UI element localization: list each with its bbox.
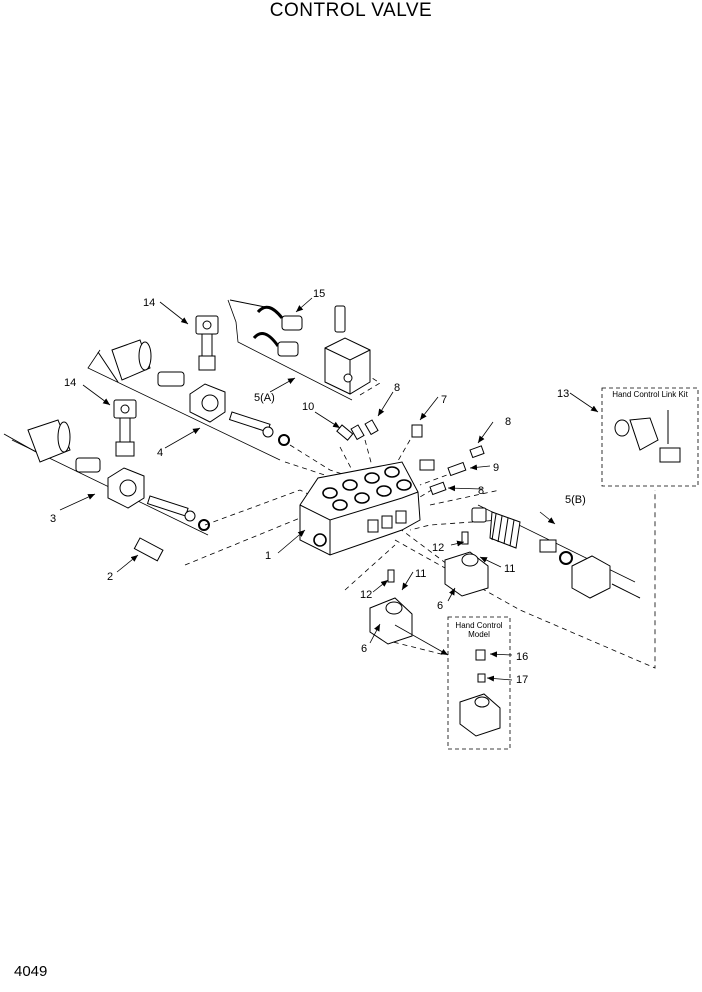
solenoid-upper — [189, 315, 226, 423]
hand-control-left — [369, 569, 413, 645]
link-kit-box — [601, 387, 699, 487]
callout-1: 1 — [265, 550, 271, 562]
callout-6a: 6 — [361, 643, 367, 655]
link-kit-label: Hand Control Link Kit — [612, 390, 688, 399]
solenoid-lower — [107, 399, 145, 509]
coil-assembly-lower — [3, 419, 101, 473]
spool-upper — [228, 411, 290, 446]
callout-8c: 8 — [478, 485, 484, 497]
callout-13: 13 — [557, 388, 569, 400]
hand-control-right — [444, 531, 489, 597]
leader-arrows — [59, 297, 599, 682]
callout-11a: 11 — [504, 563, 515, 575]
callout-4: 4 — [157, 447, 163, 459]
callout-14b: 14 — [64, 377, 76, 389]
callout-12b: 12 — [360, 589, 372, 601]
callout-5b: 5(B) — [565, 494, 586, 506]
hand-control-model — [459, 649, 501, 737]
spring-cap-5b — [471, 507, 641, 599]
callout-16: 16 — [516, 651, 528, 663]
callout-17: 17 — [516, 674, 528, 686]
callout-9: 9 — [493, 462, 499, 474]
callout-labels: 1 2 3 4 5(A) 5(B) 6 6 7 8 8 8 9 10 11 11… — [50, 288, 586, 686]
valve-body — [299, 461, 421, 556]
callout-7: 7 — [441, 394, 447, 406]
callout-14a: 14 — [143, 297, 155, 309]
link-kit-parts — [614, 410, 681, 463]
callout-5a: 5(A) — [254, 392, 275, 404]
page-number: 4049 — [14, 963, 48, 980]
valve-block-5a — [324, 337, 371, 395]
coil-assembly-upper — [97, 339, 185, 387]
callout-8a: 8 — [394, 382, 400, 394]
callout-3: 3 — [50, 513, 56, 525]
callout-6b: 6 — [437, 600, 443, 612]
callout-15: 15 — [313, 288, 325, 300]
fittings — [133, 419, 485, 562]
spool-lower — [146, 495, 210, 531]
callout-8b: 8 — [505, 416, 511, 428]
page-title: CONTROL VALVE — [269, 0, 433, 21]
callout-2: 2 — [107, 571, 113, 583]
model-label-line1: Hand Control — [455, 621, 502, 630]
callout-12a: 12 — [432, 542, 444, 554]
box-labels: Hand Control Link Kit Hand Control Model — [455, 390, 688, 639]
callout-11b: 11 — [415, 568, 426, 580]
model-label-line2: Model — [468, 630, 490, 639]
hand-control-model-box — [447, 616, 511, 750]
solenoid-cartridges — [229, 299, 346, 357]
callout-10: 10 — [302, 401, 314, 413]
